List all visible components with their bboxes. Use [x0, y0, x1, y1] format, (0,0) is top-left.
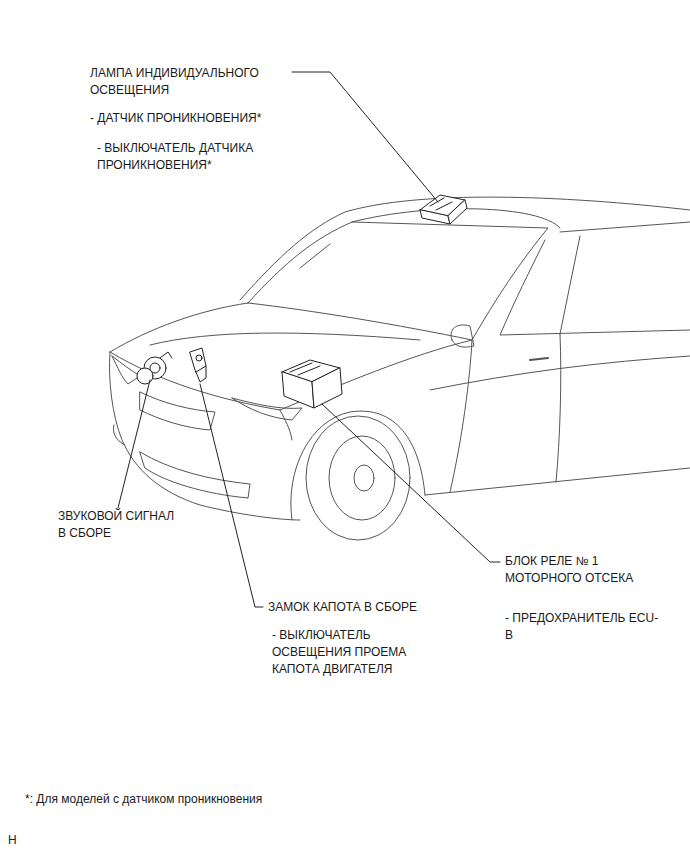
sub-part-name: - ДАТЧИК ПРОНИКНОВЕНИЯ* [90, 110, 320, 127]
label-slot: ЗВУКОВОЙ СИГНАЛ В СБОРЕ [58, 508, 182, 542]
label-slot: - ПРЕДОХРАНИТЕЛЬ ECU-B [505, 610, 665, 644]
wheel-hub [354, 465, 374, 491]
figure-code: H [8, 832, 38, 849]
side-window [500, 222, 690, 335]
roof-line [240, 197, 690, 300]
sill-line [425, 468, 690, 495]
lower-grille [140, 452, 250, 498]
door-handle [530, 358, 548, 360]
hood-left-edge [110, 303, 248, 352]
label-slot: H [8, 832, 38, 849]
label-slot: *: Для моделей с датчиком проникновения [25, 791, 425, 808]
hood-crease [150, 333, 420, 345]
side-mirror [451, 325, 474, 347]
fender-edge [280, 410, 292, 440]
door-pillar [560, 236, 580, 334]
rear-door-edge [556, 334, 561, 482]
hood-lock [190, 348, 206, 382]
leader-line [322, 404, 500, 562]
sub-part-name: - ПРЕДОХРАНИТЕЛЬ ECU-B [505, 610, 665, 644]
sub-part-name: - ВЫКЛЮЧАТЕЛЬ ДАТЧИКА ПРОНИКНОВЕНИЯ* [97, 140, 297, 174]
part-name: БЛОК РЕЛЕ № 1 МОТОРНОГО ОТСЕКА [505, 553, 665, 587]
horn [137, 352, 172, 384]
front-door-edge [450, 340, 472, 492]
label-slot: ЗАМОК КАПОТА В СБОРЕ [268, 599, 488, 616]
front-tyre [306, 416, 410, 540]
headlight-left [112, 356, 140, 384]
sub-part-name: - ВЫКЛЮЧАТЕЛЬ ОСВЕЩЕНИЯ ПРОЕМА КАПОТА ДВ… [272, 627, 452, 678]
wiper-reflection [300, 244, 330, 268]
part-name: ЛАМПА ИНДИВИДУАЛЬНОГО ОСВЕЩЕНИЯ [90, 65, 305, 99]
wheel-rim [329, 436, 395, 520]
room-lamp [420, 195, 467, 224]
label-slot: БЛОК РЕЛЕ № 1 МОТОРНОГО ОТСЕКА [505, 553, 665, 587]
label-slot: ЛАМПА ИНДИВИДУАЛЬНОГО ОСВЕЩЕНИЯ [90, 65, 305, 99]
part-name: ЗАМОК КАПОТА В СБОРЕ [268, 599, 488, 616]
hood-right-edge [280, 340, 472, 410]
fog-lamp [113, 425, 125, 445]
label-slot: - ВЫКЛЮЧАТЕЛЬ ДАТЧИКА ПРОНИКНОВЕНИЯ* [97, 140, 297, 174]
relay-block [282, 360, 342, 408]
leader-line [200, 384, 263, 607]
label-slot: - ВЫКЛЮЧАТЕЛЬ ОСВЕЩЕНИЯ ПРОЕМА КАПОТА ДВ… [272, 627, 452, 678]
leader-line [292, 72, 438, 202]
footnote: *: Для моделей с датчиком проникновения [25, 791, 425, 808]
front-bumper [110, 352, 301, 520]
headlight-right [232, 398, 302, 420]
part-name: ЗВУКОВОЙ СИГНАЛ В СБОРЕ [58, 508, 182, 542]
windshield [248, 222, 548, 340]
body-crease [430, 356, 690, 390]
label-slot: - ДАТЧИК ПРОНИКНОВЕНИЯ* [90, 110, 320, 127]
leader-line [118, 380, 150, 508]
